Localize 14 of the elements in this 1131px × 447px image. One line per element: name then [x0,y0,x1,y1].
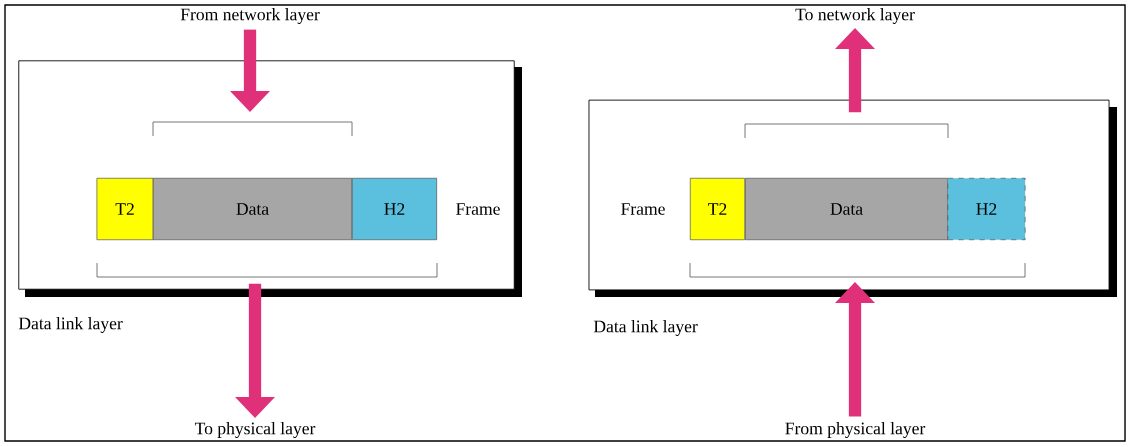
frame-field: Data [745,177,948,241]
frame-field: H2 [947,177,1026,241]
frame-field: Data [152,177,353,241]
frame-field: H2 [352,177,438,241]
node-label: Data link layer [593,320,698,337]
layer-label: To network layer [795,8,915,24]
layer-label: To physical layer [194,422,316,438]
node-label: Data link layer [18,317,123,334]
frame-field: T2 [96,177,154,241]
layer-label: From physical layer [785,422,926,438]
frame-label: Frame [456,203,500,215]
frame-label: Frame [621,203,665,215]
frame-field: T2 [689,177,746,241]
layer-label: From network layer [180,8,320,24]
